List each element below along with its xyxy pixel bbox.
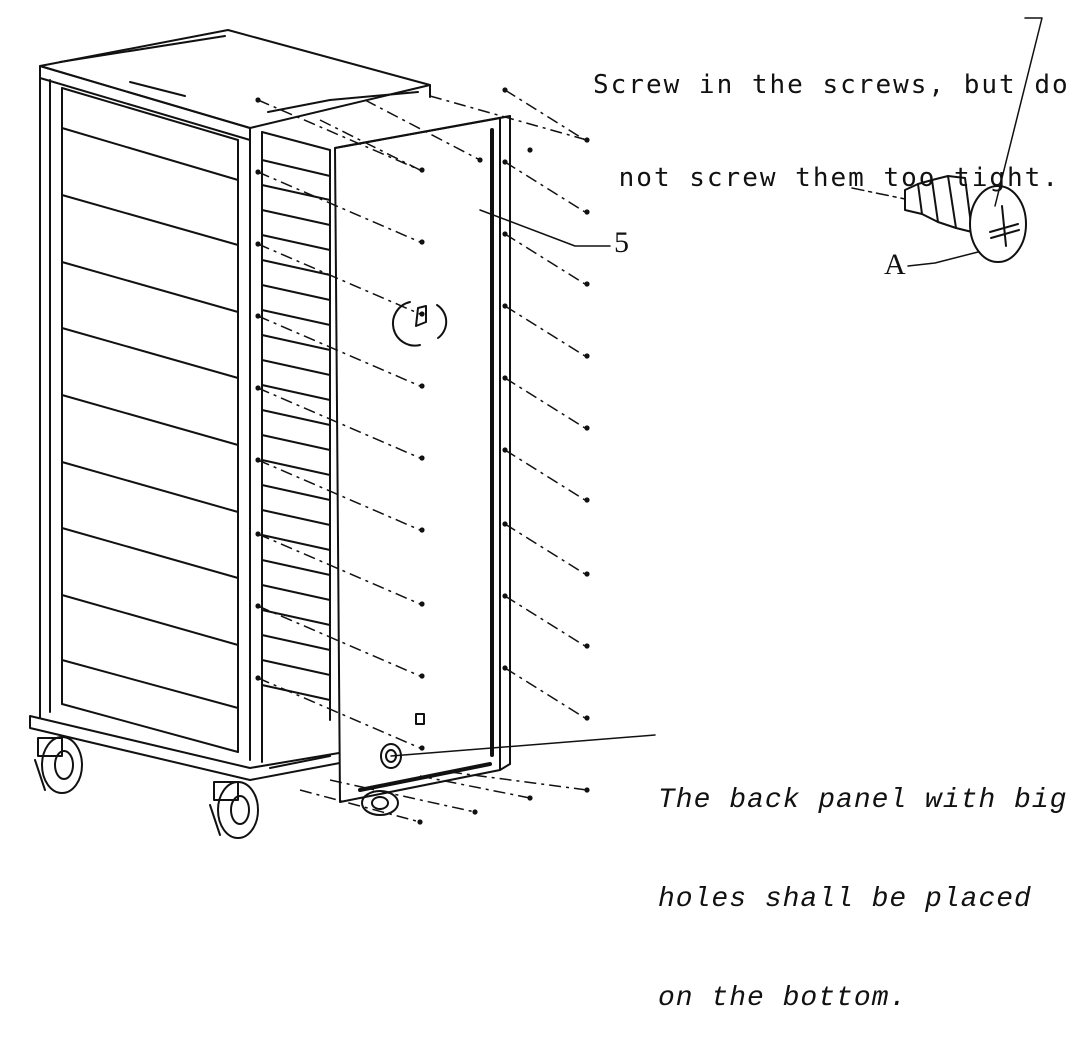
screw [527,147,533,153]
screw-points [255,87,590,825]
screw [584,643,590,649]
screw-axis-line [257,677,421,749]
screw-axis-line [504,161,586,213]
panel-note-line-2: holes shall be placed [658,884,1032,915]
screw-axis-line [504,523,586,575]
cabinet-top [39,29,431,141]
screw-axis-line [257,605,421,677]
screw-axis-line [504,377,586,429]
caster-left [34,736,83,794]
screw [502,521,508,527]
screw [584,353,590,359]
screw-axis-line [257,459,421,531]
screw [419,527,425,533]
screw [255,385,261,391]
screw-axis-line [299,789,421,823]
cabinet-side-panel [39,71,251,761]
back-panel [334,115,511,803]
panel-note-leader [390,734,656,757]
screw-note-line-1: Screw in the screws, but do [593,70,1070,100]
screw-axis-line [257,243,421,315]
screw-axis-line [257,99,421,171]
panel-note-line-3: on the bottom. [658,983,908,1014]
screw [584,497,590,503]
screw [584,715,590,721]
screw [255,97,261,103]
screw [419,601,425,607]
screw [502,303,508,309]
screw [255,531,261,537]
screw-axis-line [504,667,586,719]
screw-axis-line [257,171,421,243]
screw [584,209,590,215]
screw [419,745,425,751]
screw-axis-line [504,233,586,285]
screw-axis-line [257,315,421,387]
screw [502,447,508,453]
screw [419,167,425,173]
screw-instruction-note: Screw in the screws, but do not screw th… [593,8,1070,225]
panel-placement-note: The back panel with big holes shall be p… [658,718,1067,1048]
cabinet-rails [261,131,331,763]
caster-right [209,781,259,839]
screw-axis-line [419,775,531,799]
screw [419,311,425,317]
screw-axis-line [504,449,586,501]
screw [255,313,261,319]
panel-note-line-1: The back panel with big [658,785,1068,816]
screw-letter-callout: A [884,248,906,281]
screw [584,281,590,287]
screw-axis-line [319,119,421,171]
screw-a-leader [907,251,979,267]
screw [419,239,425,245]
screw [584,571,590,577]
screw-axis-line [429,95,588,141]
screw [419,673,425,679]
screw-axis-line [364,99,481,161]
screw [502,231,508,237]
screw-axis-line [504,595,586,647]
assembly-diagram [29,17,1043,839]
screw [527,795,533,801]
screw [255,169,261,175]
screw-note-leader [994,17,1043,207]
screw [502,375,508,381]
screw [477,157,483,163]
screw [419,383,425,389]
part-5-leader [479,209,611,247]
screw-axis-line [257,533,421,605]
part-number-callout: 5 [614,226,629,259]
screw [419,455,425,461]
screw-detail [851,175,1027,263]
screw-axis-line [449,771,588,791]
screw [502,665,508,671]
screw-axis-line [257,387,421,459]
screw-axis-line [504,89,586,141]
screw [584,425,590,431]
screw-note-line-2: not screw them too tight. [618,163,1060,193]
screw [584,787,590,793]
screw [502,593,508,599]
screw [255,457,261,463]
screw [502,159,508,165]
screw [417,819,423,825]
screw-axis-lines [257,89,588,823]
screw [584,137,590,143]
screw [255,241,261,247]
screw-axis-line [504,305,586,357]
screw [502,87,508,93]
screw [472,809,478,815]
screw [255,603,261,609]
screw [255,675,261,681]
